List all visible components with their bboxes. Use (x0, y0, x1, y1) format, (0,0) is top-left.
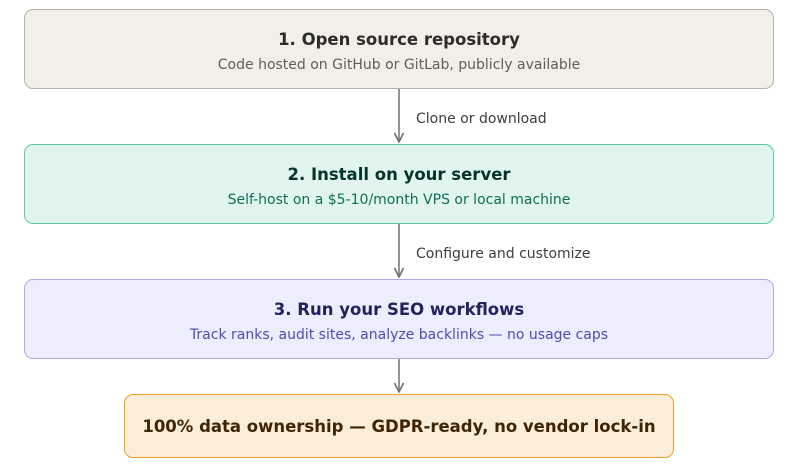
step-3-subtitle: Track ranks, audit sites, analyze backli… (189, 327, 609, 343)
step-1-title: 1. Open source repository (278, 30, 520, 49)
connector-1-label: Clone or download (416, 111, 547, 127)
outcome-title: 100% data ownership — GDPR-ready, no ven… (142, 417, 656, 436)
step-3-box: 3. Run your SEO workflows Track ranks, a… (24, 279, 774, 359)
outcome-box: 100% data ownership — GDPR-ready, no ven… (124, 394, 674, 458)
step-2-subtitle: Self-host on a $5-10/month VPS or local … (227, 192, 571, 208)
step-3-title: 3. Run your SEO workflows (273, 300, 525, 319)
connector-2-label: Configure and customize (416, 246, 591, 262)
step-2-box: 2. Install on your server Self-host on a… (24, 144, 774, 224)
step-1-box: 1. Open source repository Code hosted on… (24, 9, 774, 89)
step-1-subtitle: Code hosted on GitHub or GitLab, publicl… (217, 57, 581, 73)
step-2-title: 2. Install on your server (287, 165, 511, 184)
